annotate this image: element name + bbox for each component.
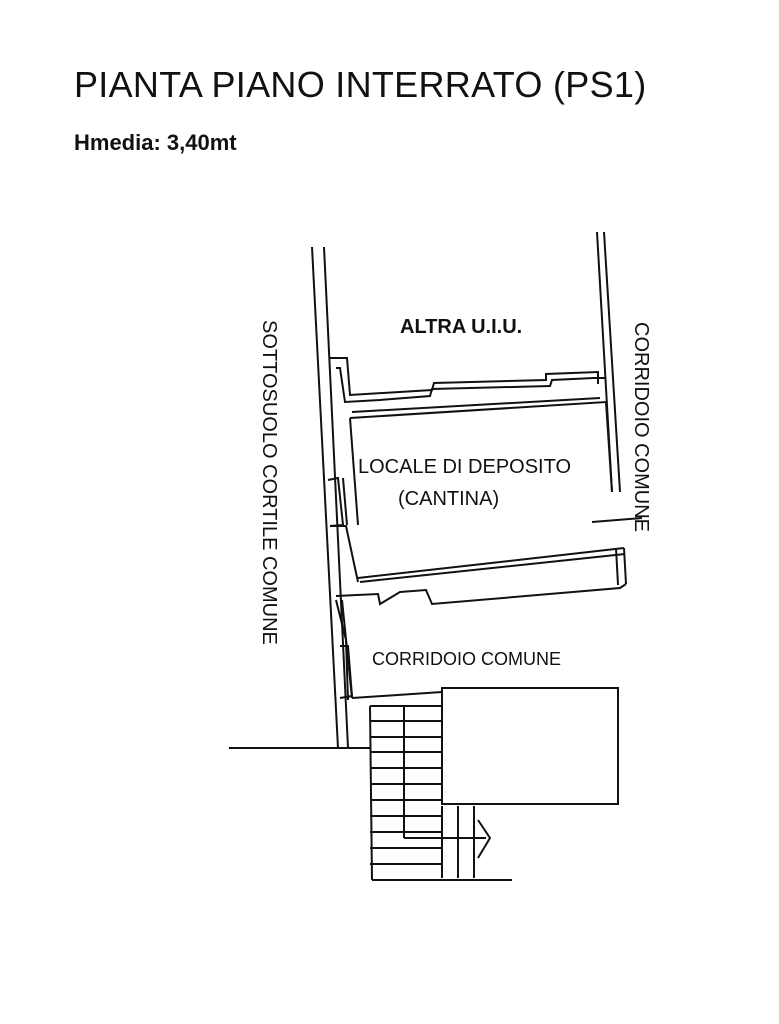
lower-partition-wall	[335, 583, 627, 701]
right-corridor-label: CORRIDOIO COMUNE	[630, 322, 652, 532]
other-unit-label: ALTRA U.I.U.	[400, 316, 522, 338]
lower-corridor	[229, 687, 619, 881]
stair-flight	[370, 705, 492, 878]
average-height-label: Hmedia: 3,40mt	[74, 130, 237, 155]
other-unit-bottom-wall	[330, 357, 605, 404]
courtyard-label: SOTTOSUOLO CORTILE COMUNE	[258, 320, 280, 645]
storage-room-sublabel: (CANTINA)	[398, 488, 499, 510]
storage-room	[327, 397, 643, 586]
page-title: PIANTA PIANO INTERRATO (PS1)	[74, 64, 647, 105]
stair-direction-arrow-icon	[477, 819, 492, 859]
storage-room-label: LOCALE DI DEPOSITO	[358, 456, 571, 478]
left-outer-wall	[311, 246, 349, 749]
lower-corridor-label: CORRIDOIO COMUNE	[372, 649, 561, 669]
